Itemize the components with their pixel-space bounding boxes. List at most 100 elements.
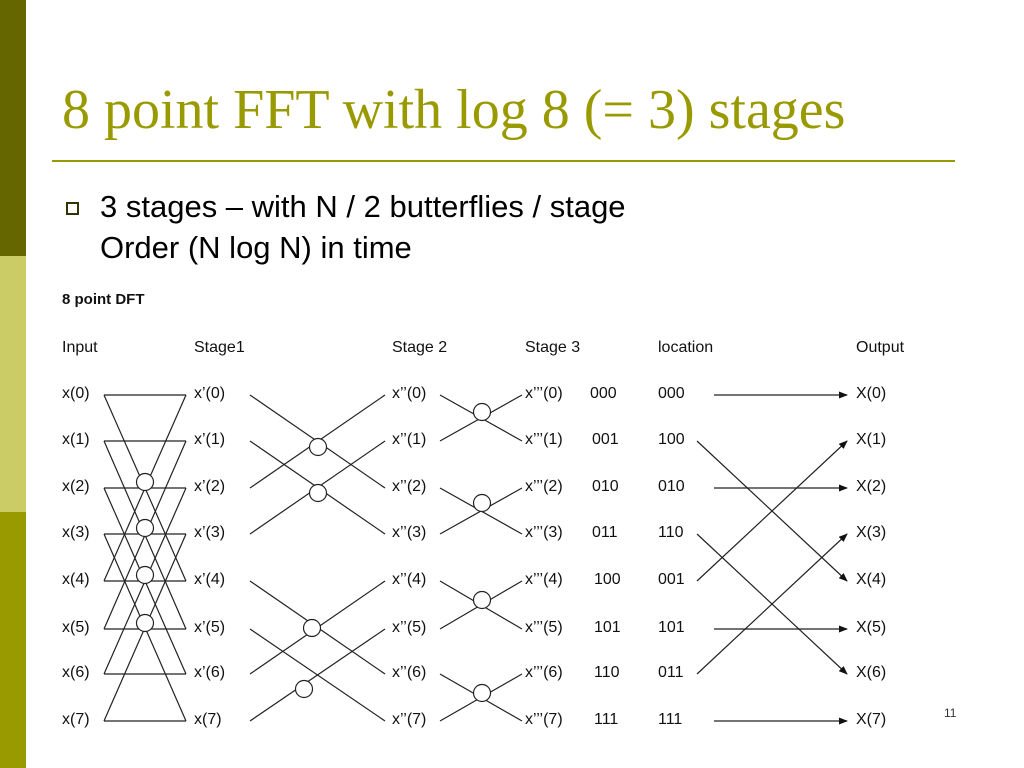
stage3-label: x’’’(2) <box>525 478 563 495</box>
stage2-column: x’’(0) x’’(1) x’’(2) x’’(3) x’’(4) x’’(5… <box>392 385 426 728</box>
location-label: 111 <box>658 711 682 728</box>
slide-number: 11 <box>944 706 957 720</box>
stage2-label: x’’(3) <box>392 524 426 541</box>
stage1-label: x’(3) <box>194 524 225 541</box>
butterfly-node <box>308 483 328 503</box>
input-label: x(3) <box>62 524 90 541</box>
output-label: X(7) <box>856 711 886 728</box>
input-label: x(0) <box>62 385 90 402</box>
header-input: Input <box>62 339 98 356</box>
location-label: 110 <box>658 524 684 541</box>
butterfly-node <box>135 518 155 538</box>
bullet-line-1: 3 stages – with N / 2 butterflies / stag… <box>100 189 626 224</box>
butterfly-node <box>308 437 328 457</box>
stage3-label: x’’’(6) <box>525 664 563 681</box>
output-column: X(0) X(1) X(2) X(3) X(4) X(5) X(6) X(7) <box>856 385 886 728</box>
title-underline <box>52 160 955 162</box>
stage1-label: x’(0) <box>194 385 225 402</box>
stage1-label: x’(5) <box>194 619 225 636</box>
stage2-label: x’’(5) <box>392 619 426 636</box>
stage3-label: x’’’(7) <box>525 711 563 728</box>
output-label: X(3) <box>856 524 886 541</box>
bit-reversal-arrow <box>696 533 848 675</box>
bit-reversal-arrows <box>696 391 848 725</box>
stage1-label: x’(2) <box>194 478 225 495</box>
stage2-label: x’’(1) <box>392 431 426 448</box>
butterfly-node <box>472 493 492 513</box>
location-label: 010 <box>658 478 685 495</box>
stage3-bits: 000 <box>590 385 617 402</box>
butterfly-node <box>135 472 155 492</box>
location-label: 101 <box>658 619 685 636</box>
output-label: X(2) <box>856 478 886 495</box>
stage2-label: x’’(4) <box>392 571 426 588</box>
sidebar-band-mid <box>0 512 26 768</box>
stage2-label: x’’(6) <box>392 664 426 681</box>
stage1-label: x(7) <box>194 711 222 728</box>
location-label: 001 <box>658 571 685 588</box>
butterfly-node <box>302 618 322 638</box>
input-label: x(5) <box>62 619 90 636</box>
stage3-bits: 011 <box>592 524 618 541</box>
location-label: 100 <box>658 431 685 448</box>
output-label: X(5) <box>856 619 886 636</box>
stage3-bits: 100 <box>594 571 621 588</box>
location-label: 000 <box>658 385 685 402</box>
input-label: x(7) <box>62 711 90 728</box>
butterfly-node <box>472 590 492 610</box>
location-label: 011 <box>658 664 684 681</box>
butterfly-node <box>472 402 492 422</box>
header-stage3: Stage 3 <box>525 339 580 356</box>
stage3-bits: 010 <box>592 478 619 495</box>
header-location: location <box>658 339 713 356</box>
output-label: X(4) <box>856 571 886 588</box>
stage3-bits: 101 <box>594 619 621 636</box>
input-label: x(2) <box>62 478 90 495</box>
stage2-label: x’’(2) <box>392 478 426 495</box>
stage3-column: x’’’(0) x’’’(1) x’’’(2) x’’’(3) x’’’(4) … <box>525 385 563 728</box>
stage1-label: x’(1) <box>194 431 225 448</box>
butterfly-nodes <box>135 402 492 703</box>
location-column: 000 100 010 110 001 101 011 111 <box>658 385 685 728</box>
header-stage1: Stage1 <box>194 339 245 356</box>
output-label: X(0) <box>856 385 886 402</box>
butterfly-node <box>472 683 492 703</box>
output-label: X(6) <box>856 664 886 681</box>
sidebar-band-dark <box>0 0 26 256</box>
stage3-bits: 110 <box>594 664 620 681</box>
stage3-bits-column: 000 001 010 011 100 101 110 111 <box>590 385 621 728</box>
stage3-bits: 001 <box>592 431 619 448</box>
input-label: x(6) <box>62 664 90 681</box>
stage3-label: x’’’(3) <box>525 524 563 541</box>
stage3-label: x’’’(4) <box>525 571 563 588</box>
header-output: Output <box>856 339 905 356</box>
bullet-line-2: Order (N log N) in time <box>100 230 412 265</box>
butterfly-node <box>294 679 314 699</box>
stage1-column: x’(0) x’(1) x’(2) x’(3) x’(4) x’(5) x’(6… <box>194 385 225 728</box>
butterfly-node <box>135 565 155 585</box>
header-stage2: Stage 2 <box>392 339 447 356</box>
stage1-label: x’(4) <box>194 571 225 588</box>
input-label: x(1) <box>62 431 90 448</box>
butterfly-node <box>135 613 155 633</box>
sidebar-band-light <box>0 256 26 512</box>
stage3-label: x’’’(1) <box>525 431 563 448</box>
stage2-label: x’’(0) <box>392 385 426 402</box>
input-column: x(0) x(1) x(2) x(3) x(4) x(5) x(6) x(7) <box>62 385 90 728</box>
diagram-title: 8 point DFT <box>62 291 145 308</box>
stage2-label: x’’(7) <box>392 711 426 728</box>
square-bullet-icon <box>66 202 79 215</box>
stage3-bits: 111 <box>594 711 618 728</box>
column-headers: Input Stage1 Stage 2 Stage 3 location Ou… <box>62 339 905 356</box>
output-label: X(1) <box>856 431 886 448</box>
stage1-label: x’(6) <box>194 664 225 681</box>
butterfly-wires <box>103 394 523 722</box>
slide-title: 8 point FFT with log 8 (= 3) stages <box>62 79 846 141</box>
stage2-wire-cross <box>249 628 386 722</box>
bullet-text: 3 stages – with N / 2 butterflies / stag… <box>100 186 626 268</box>
stage3-label: x’’’(5) <box>525 619 563 636</box>
bit-reversal-arrow <box>696 440 848 582</box>
stage3-label: x’’’(0) <box>525 385 563 402</box>
input-label: x(4) <box>62 571 90 588</box>
